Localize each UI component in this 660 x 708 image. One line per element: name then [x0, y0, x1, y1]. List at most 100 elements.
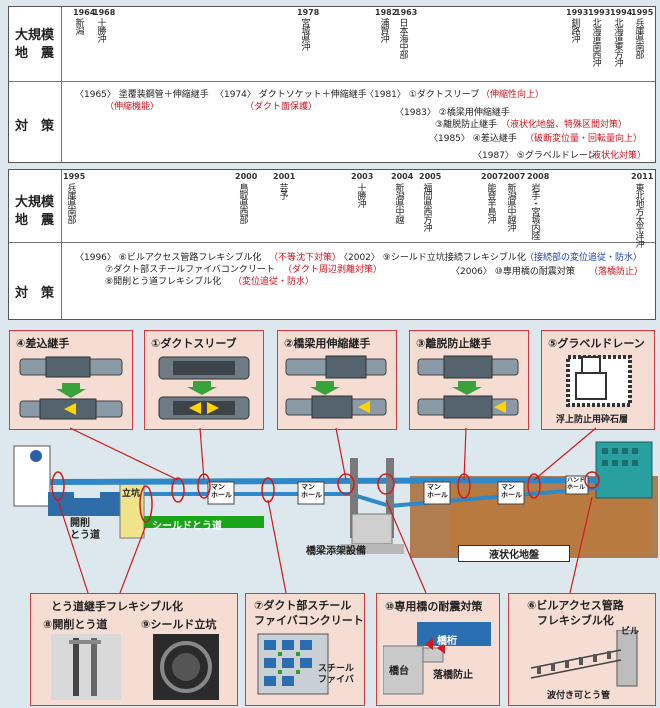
table2-quake-label: 大規模 地 震 [15, 195, 55, 228]
quake-year: 2003 [351, 172, 374, 181]
measure-1996: 〈1996〉 ⑥ビルアクセス管路フレキシブル化 [75, 253, 262, 263]
quake-year: 1995 [631, 8, 654, 17]
handhole-label: ハンド ホール [567, 477, 586, 491]
timeline-table-1: 大規模 地 震 対 策 1964 新潟 1968 十勝沖 1978 宮城県沖 1… [8, 6, 656, 163]
building-access-illustration [530, 630, 638, 687]
gravel-drain-illustration [566, 355, 632, 407]
quake-name: 日本海中部 [397, 18, 408, 58]
shield-shaft-subtitle: ⑨シールド立坑 [141, 618, 217, 631]
open-cut-subtitle: ⑧開削とう道 [43, 618, 108, 631]
building-label: ビル [621, 627, 640, 637]
measure-2002: 〈2002〉 ⑨シールド立坑接続フレキシブル化 [339, 253, 526, 263]
panel-title: ①ダクトスリーブ [151, 337, 237, 350]
quake-name: 北海道南西沖 [590, 18, 601, 66]
manhole-label: マン ホール [301, 483, 322, 499]
quake-name: 浦賀沖 [378, 18, 389, 42]
measure-1983b-note: （液状化地盤、特殊区間対策） [501, 120, 628, 130]
measure-1983b: ③離脱防止継手 [435, 120, 498, 130]
manhole-label: マン ホール [501, 483, 522, 499]
measure-1996-note: （不等沈下対策） [269, 253, 342, 263]
timeline-table-2: 大規模 地 震 対 策 1995 兵庫県南部 2000 鳥取県西部 2001 芸… [8, 169, 656, 320]
measure-steel-fiber: ⑦ダクト部スチールファイバコンクリート [105, 265, 275, 275]
cable-network-scene [13, 441, 658, 558]
quake-name: 兵庫県南部 [65, 183, 76, 223]
measure-open-cut-note: （変位追従・防水） [233, 277, 315, 287]
quake-year: 1995 [63, 172, 86, 181]
panel-bridge-seismic: ⑩専用橋の耐震対策 橋桁 橋台 落橋防止 [376, 593, 500, 706]
liquefaction-label: 液状化地盤 [458, 545, 570, 562]
quake-year: 2000 [235, 172, 258, 181]
table2-measure-label: 対 策 [15, 286, 55, 301]
duct-sleeve-illustration [158, 356, 250, 420]
measure-1965-note: （伸縮機能） [105, 102, 160, 112]
panel-title: ⑩専用橋の耐震対策 [385, 600, 483, 613]
gravel-caption: 浮上防止用砕石層 [556, 415, 629, 425]
shield-tunnel-label: シールドとう道 [152, 521, 222, 532]
quake-name: 能登半島沖 [485, 183, 496, 223]
panel-title: ②橋梁用伸縮継手 [284, 337, 371, 350]
open-cut-label: 開削 とう道 [70, 518, 100, 541]
measure-1987: 〈1987〉 ⑤グラベルドレーン [473, 151, 597, 161]
quake-name: 十勝沖 [355, 183, 366, 207]
quake-year: 2001 [273, 172, 296, 181]
measure-2002-note: （接続部の変位追従・防水） [525, 253, 643, 263]
quake-year: 1968 [93, 8, 116, 17]
steel-fiber-label: スチール ファイバ [318, 664, 355, 685]
measure-2006-note: （落橋防止） [589, 267, 644, 277]
panel-separation-prevent-joint: ③離脱防止継手 [409, 330, 529, 430]
steel-fiber-illustration [257, 633, 329, 695]
bridge-label: 橋梁添架設備 [306, 546, 366, 557]
shield-shaft-photo [153, 634, 219, 700]
quake-name: 宮城県沖 [299, 18, 310, 50]
abutment-label: 橋台 [389, 666, 409, 677]
open-cut-photo [51, 634, 121, 700]
panel-bridge-joint: ②橋梁用伸縮継手 [277, 330, 397, 430]
bridge-seismic-illustration [383, 622, 491, 695]
girder-label: 橋桁 [437, 636, 457, 647]
panel-title: ⑥ビルアクセス管路 フレキシブル化 [527, 599, 624, 627]
quake-year: 1993 [566, 8, 589, 17]
quake-year: 2007 [481, 172, 504, 181]
manhole-label: マン ホール [427, 483, 448, 499]
panel-title: ③離脱防止継手 [416, 337, 492, 350]
table1-quake-label: 大規模 地 震 [15, 28, 55, 61]
manhole-label: マン ホール [211, 483, 232, 499]
quake-year: 2005 [419, 172, 442, 181]
fall-prevention-label: 落橋防止 [433, 670, 473, 681]
quake-name: 東北地方太平洋沖 [633, 183, 644, 247]
quake-name: 新潟県中越 [393, 183, 404, 223]
quake-year: 2008 [527, 172, 550, 181]
measure-1981: 〈1981〉 ①ダクトスリーブ [365, 90, 480, 100]
shaft-label: 立坑 [122, 489, 141, 499]
panel-duct-sleeve: ①ダクトスリーブ [144, 330, 264, 430]
measure-steel-fiber-note: （ダクト周辺剥離対策） [283, 265, 383, 275]
quake-name: 十勝沖 [95, 18, 106, 42]
quake-year: 2004 [391, 172, 414, 181]
quake-name: 釧路沖 [569, 18, 580, 42]
quake-year: 2011 [631, 172, 654, 181]
quake-name: 北海道東方沖 [612, 18, 623, 66]
quake-year: 1963 [395, 8, 418, 17]
quake-year: 1993 [588, 8, 611, 17]
panel-insert-joint: ④差込継手 [9, 330, 133, 430]
panel-tunnel-joint-flexible: とう道継手フレキシブル化 ⑧開削とう道 ⑨シールド立坑 [30, 593, 238, 706]
quake-year: 1982 [375, 8, 398, 17]
quake-year: 1964 [73, 8, 96, 17]
measure-open-cut: ⑧開削とう道フレキシブル化 [105, 277, 222, 287]
panel-gravel-drain: ⑤グラベルドレーン 浮上防止用砕石層 [541, 330, 655, 430]
measure-1974-note: （ダクト面保護） [245, 102, 318, 112]
table1-measure-label: 対 策 [15, 119, 55, 134]
bridge-joint-illustration [285, 355, 387, 419]
insert-joint-illustration [19, 356, 123, 420]
measure-1974: 〈1974〉 ダクトソケット＋伸縮継手 [215, 90, 367, 100]
quake-name: 新潟県中越沖 [505, 183, 516, 231]
quake-name: 新潟 [73, 18, 84, 34]
measure-1985: 〈1985〉 ④差込継手 [429, 134, 517, 144]
measure-1983: 〈1983〉 ②橋梁用伸縮継手 [395, 108, 510, 118]
quake-year: 1978 [297, 8, 320, 17]
quake-name: 芸予 [277, 183, 288, 199]
corrugated-pipe-label: 波付き可とう管 [547, 691, 611, 701]
quake-name: 兵庫県南部 [633, 18, 644, 58]
quake-name: 岩手・宮城内陸 [529, 183, 540, 239]
measure-1981-note: （伸縮性向上） [481, 90, 545, 100]
